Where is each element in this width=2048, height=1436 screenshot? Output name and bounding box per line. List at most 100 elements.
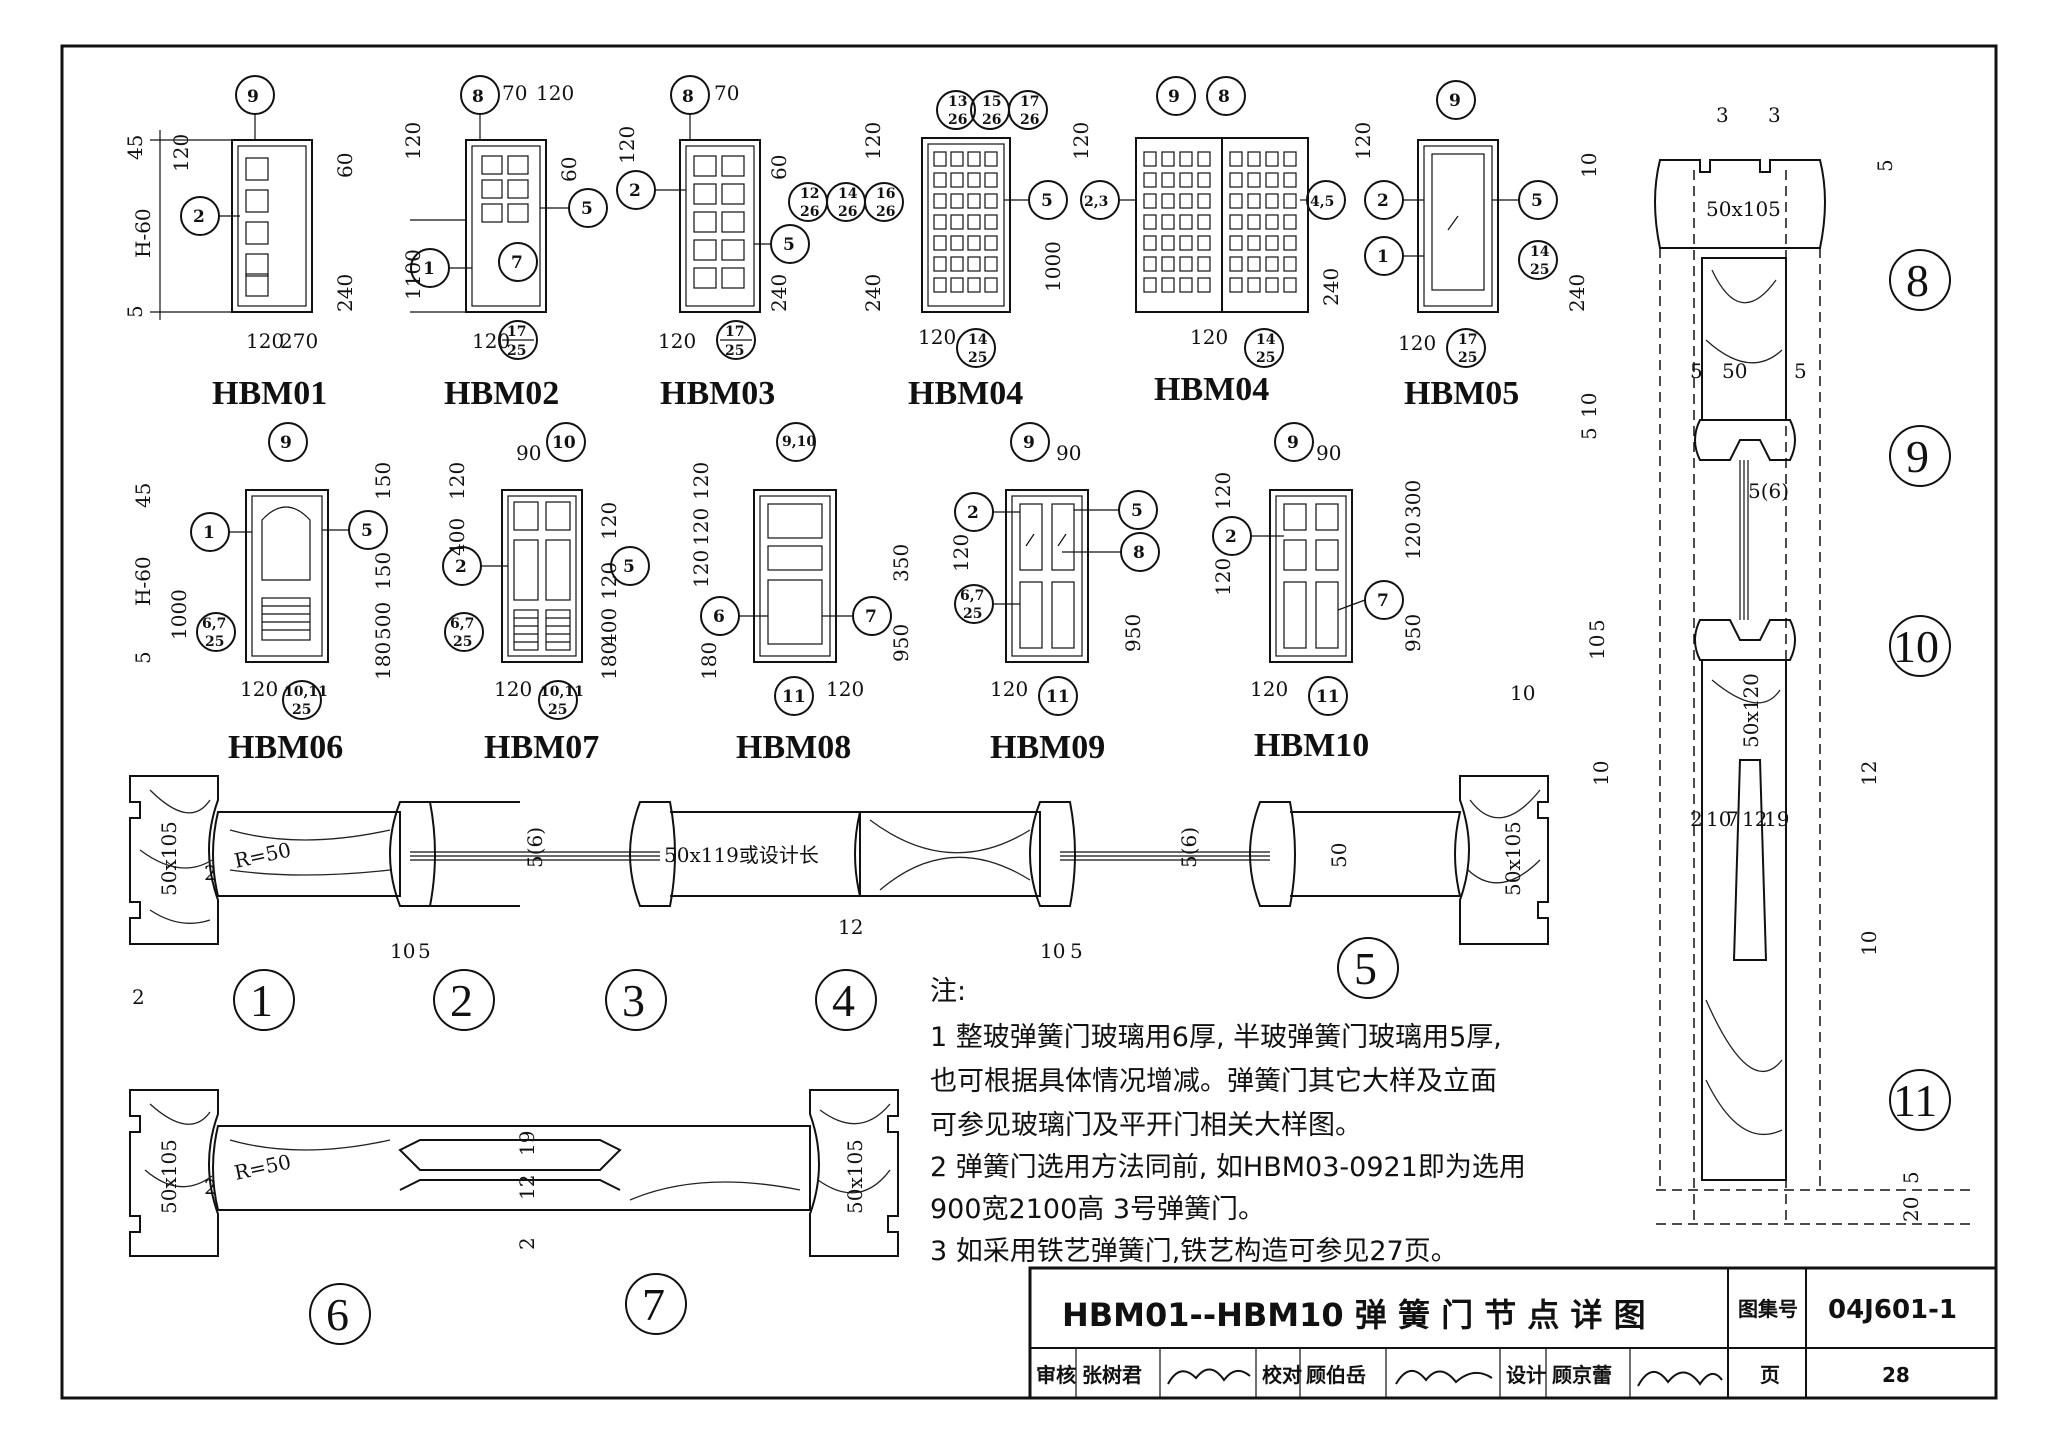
section-row-a: 50x105 R=50 2 5(6) 50x119或设计长 12 5(6) 50… — [129, 681, 1549, 1031]
hbm02-dim-120c: 120 — [401, 122, 425, 160]
glass-pane — [1229, 277, 1243, 293]
hbm04-frac3-bot: 26 — [1020, 112, 1039, 128]
hbm04b-dim-120: 120 — [1069, 122, 1093, 160]
glass-pane — [1265, 193, 1279, 209]
hbm05-tag-9: 9 — [1449, 91, 1461, 111]
glass-pane — [1143, 172, 1157, 188]
glass-pane — [967, 235, 981, 251]
hbm04b-frac-top: 14 — [1256, 332, 1276, 348]
hbm04b-tag-9: 9 — [1168, 87, 1180, 107]
glass-pane — [1247, 151, 1261, 167]
glass-pane — [933, 235, 947, 251]
hbm06-frac1-bot: 25 — [205, 634, 224, 650]
sec10-dim-10c: 10 — [1706, 807, 1731, 831]
hbm07-frac1-top: 6,7 — [450, 616, 474, 632]
glass-pane — [967, 256, 981, 272]
hbm05-frac2-top: 17 — [1458, 332, 1477, 348]
hbm03-tag-5: 5 — [783, 235, 795, 255]
glass-pane — [933, 214, 947, 230]
sec6-dim-2: 2 — [204, 1175, 217, 1199]
hbm04-label: HBM04 — [908, 375, 1023, 412]
hbm07-label: HBM07 — [484, 729, 599, 766]
hbm09-tag-9: 9 — [1023, 433, 1035, 453]
glass-pane — [933, 256, 947, 272]
notes: 注: 1 整玻弹簧门玻璃用6厚, 半玻弹簧门玻璃用5厚, 也可根据具体情况增减。… — [930, 976, 1526, 1267]
designer-name: 顾京蕾 — [1552, 1363, 1612, 1387]
glass-pane — [950, 172, 964, 188]
glass-pane — [967, 151, 981, 167]
sec7-dim-19: 19 — [515, 1131, 539, 1156]
sec1-frame-size: 50x105 — [157, 821, 181, 896]
hbm06-dim-150b: 150 — [371, 552, 395, 590]
glass-pane — [1143, 151, 1157, 167]
hbm04-tag-23: 2,3 — [1084, 194, 1108, 210]
sec11-dim-20: 20 — [1899, 1197, 1923, 1222]
hbm02-tag-5: 5 — [581, 199, 593, 219]
note-line-2: 也可根据具体情况增减。弹簧门其它大样及立面 — [930, 1066, 1497, 1097]
sec10-dim-5: 5 — [1585, 619, 1609, 632]
hbm09-dim-950: 950 — [1121, 614, 1145, 652]
hbm08-tag-7: 7 — [865, 607, 877, 627]
hbm08-tag-11: 11 — [782, 687, 806, 707]
glass-pane — [984, 172, 998, 188]
glass-pane — [1247, 256, 1261, 272]
section-label-4: 4 — [832, 975, 855, 1026]
hbm03-dim-120: 120 — [658, 329, 696, 353]
hbm06-dim-h60: H-60 — [131, 556, 155, 606]
hbm01-dim-c: 45 — [123, 135, 147, 160]
hbm09-dim-90: 90 — [1056, 441, 1081, 465]
glass-pane — [1161, 235, 1175, 251]
hbm05-tag-2: 2 — [1377, 191, 1389, 211]
atlas-label: 图集号 — [1738, 1297, 1798, 1321]
sec10-dim-10b: 10 — [1589, 761, 1613, 786]
hbm10-dim-120a: 120 — [1211, 472, 1235, 510]
glass-pane — [1197, 235, 1211, 251]
sec10-dim-12b: 12 — [1742, 807, 1767, 831]
glass-pane — [1179, 214, 1193, 230]
hbm08-dim-950: 950 — [889, 624, 913, 662]
sec1-dim-2: 2 — [204, 861, 217, 885]
sec9-glass-thk: 5(6) — [1748, 479, 1789, 503]
notes-heading: 注: — [930, 976, 966, 1007]
door-hbm10: 9 2 7 11 90 120 120 300 120 950 120 HBM1… — [1211, 422, 1425, 764]
glass-pane — [1197, 214, 1211, 230]
glass-pane — [1197, 172, 1211, 188]
glass-pane — [1143, 214, 1157, 230]
hbm04-frac6-bot: 26 — [876, 204, 895, 220]
hbm08-tag-910: 9,10 — [782, 434, 816, 450]
hbm06-dim-150a: 150 — [371, 462, 395, 500]
hbm03-label: HBM03 — [660, 375, 775, 412]
hbm02-label: HBM02 — [444, 375, 559, 412]
glass-pane — [1179, 193, 1193, 209]
hbm01-dim-f: 5 — [123, 305, 147, 318]
hbm01-dim-e: H-60 — [131, 208, 155, 258]
hbm05-tag-1: 1 — [1377, 247, 1389, 267]
hbm02-dim-60: 60 — [557, 157, 581, 182]
hbm01-tag-2: 2 — [193, 207, 205, 227]
sec9-dim-5b: 5 — [1794, 359, 1807, 383]
glass-pane — [1283, 151, 1297, 167]
glass-pane — [984, 256, 998, 272]
hbm05-dim-120a: 120 — [1351, 122, 1375, 160]
hbm10-dim-120c: 120 — [1401, 522, 1425, 560]
door-hbm07: 10 2 5 6,7 25 10,11 25 90 120 400 120 40… — [442, 422, 650, 766]
hbm09-frac-top: 6,7 — [960, 588, 984, 604]
hbm09-tag-8: 8 — [1133, 543, 1145, 563]
hbm02-tag-7: 7 — [511, 253, 523, 273]
glass-pane — [1283, 277, 1297, 293]
section-label-10: 10 — [1893, 621, 1939, 672]
section-label-5: 5 — [1354, 943, 1377, 994]
glass-pane — [1247, 214, 1261, 230]
glass-pane — [1265, 214, 1279, 230]
glass-pane — [1179, 172, 1193, 188]
hbm06-dim-180: 180 — [371, 642, 395, 680]
sec10-dim-2: 2 — [1690, 807, 1703, 831]
hbm03-dim-120b: 120 — [615, 126, 639, 164]
glass-pane — [1143, 235, 1157, 251]
hbm04-tag-5: 5 — [1041, 191, 1053, 211]
hbm04-dim-120b: 120 — [918, 325, 956, 349]
glass-pane — [1229, 256, 1243, 272]
hbm07-tag-10: 10 — [552, 433, 576, 453]
hbm02-tag-1: 1 — [423, 259, 435, 279]
door-hbm01: 120 270 45 120 H-60 5 60 240 9 2 HBM01 — [123, 75, 357, 412]
